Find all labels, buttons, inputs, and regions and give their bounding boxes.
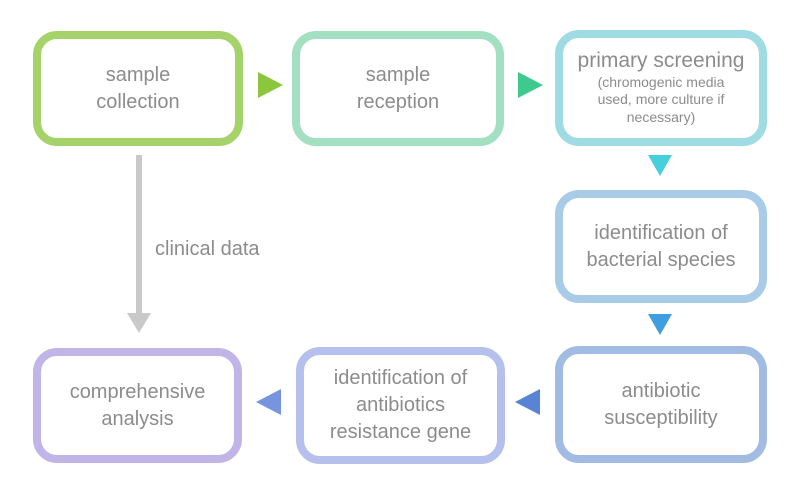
node-antibiotic-susceptibility: antibiotic susceptibility (555, 346, 767, 463)
arrow-line-clinical-data (136, 155, 142, 315)
arrow-susceptibility-to-gene (515, 389, 540, 415)
arrow-gene-to-analysis (256, 389, 281, 415)
node-identification-antibiotics-resistance-gene: identification of antibiotics resistance… (296, 347, 505, 464)
arrow-head-clinical-data (127, 313, 151, 333)
node-label: primary screening (577, 48, 745, 72)
arrow-species-to-susceptibility (648, 314, 672, 335)
clinical-data-label: clinical data (155, 238, 260, 260)
node-identification-bacterial-species: identification of bacterial species (555, 190, 767, 303)
node-comprehensive-analysis: comprehensive analysis (33, 348, 242, 463)
arrow-collection-to-reception (258, 72, 283, 98)
node-label: sample reception (356, 63, 440, 113)
node-label: antibiotic susceptibility (604, 379, 718, 429)
node-label: identification of antibiotics resistance… (329, 367, 472, 443)
arrow-reception-to-screening (518, 72, 543, 98)
node-sublabel: (chromogenic media used, more culture if… (597, 73, 725, 125)
node-sample-reception: sample reception (292, 31, 504, 146)
node-primary-screening: primary screening (chromogenic media use… (555, 30, 767, 146)
node-label: identification of bacterial species (586, 221, 736, 271)
node-sample-collection: sample collection (33, 31, 243, 146)
node-label: sample collection (96, 63, 180, 113)
node-label: comprehensive analysis (69, 380, 206, 430)
arrow-screening-to-species (648, 155, 672, 176)
